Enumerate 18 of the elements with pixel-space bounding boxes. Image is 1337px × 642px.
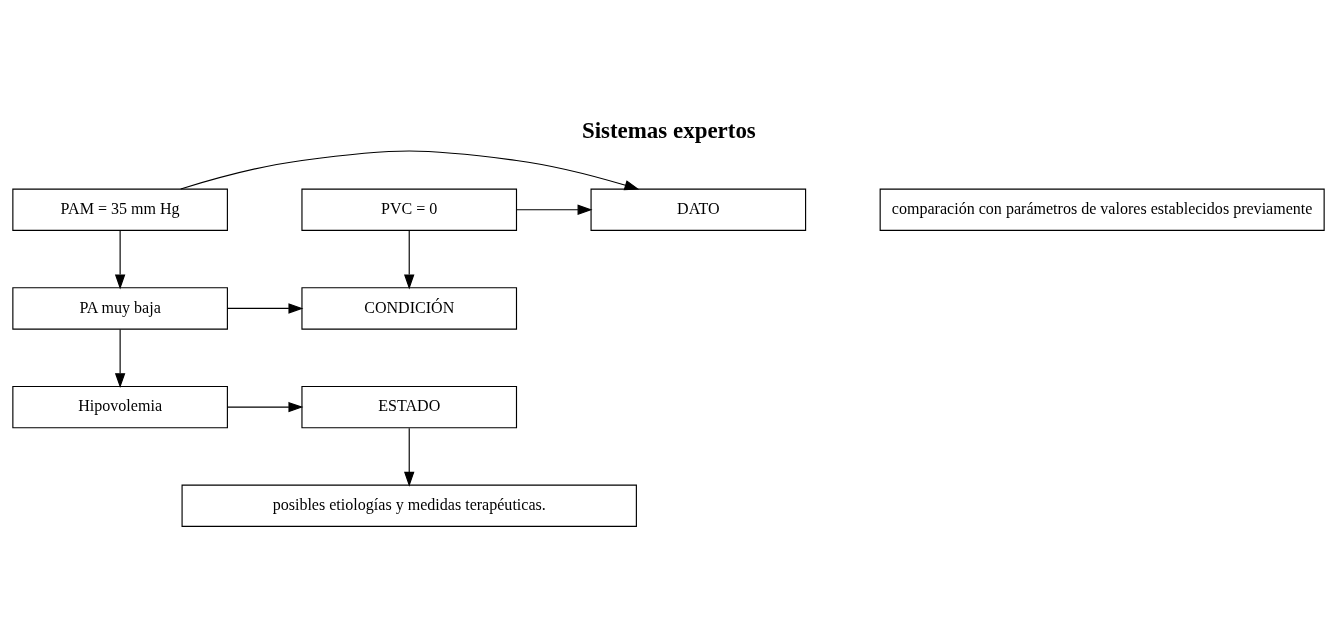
node-box: PA muy baja xyxy=(12,286,228,330)
arrow xyxy=(226,302,304,314)
arrow xyxy=(515,204,593,215)
node-box: DATO xyxy=(590,188,807,231)
node-box: posibles etiologías y medidas terapéuticas. xyxy=(181,484,637,527)
node-box: comparación con parámetros de valores establecidos previamente xyxy=(879,188,1325,231)
diagram-title: Sistemas expertos xyxy=(581,117,756,143)
arrow xyxy=(114,328,126,388)
arrow xyxy=(404,229,415,289)
arrow xyxy=(114,229,126,289)
arrow xyxy=(180,149,640,190)
node-box: Hipovolemia xyxy=(12,385,228,428)
node-box: PAM = 35 mm Hg xyxy=(12,188,228,231)
arrow xyxy=(226,401,304,412)
node-box: CONDICIÓN xyxy=(301,286,518,330)
arrow xyxy=(404,427,415,487)
node-box: ESTADO xyxy=(301,385,518,428)
node-box: PVC = 0 xyxy=(301,188,518,231)
